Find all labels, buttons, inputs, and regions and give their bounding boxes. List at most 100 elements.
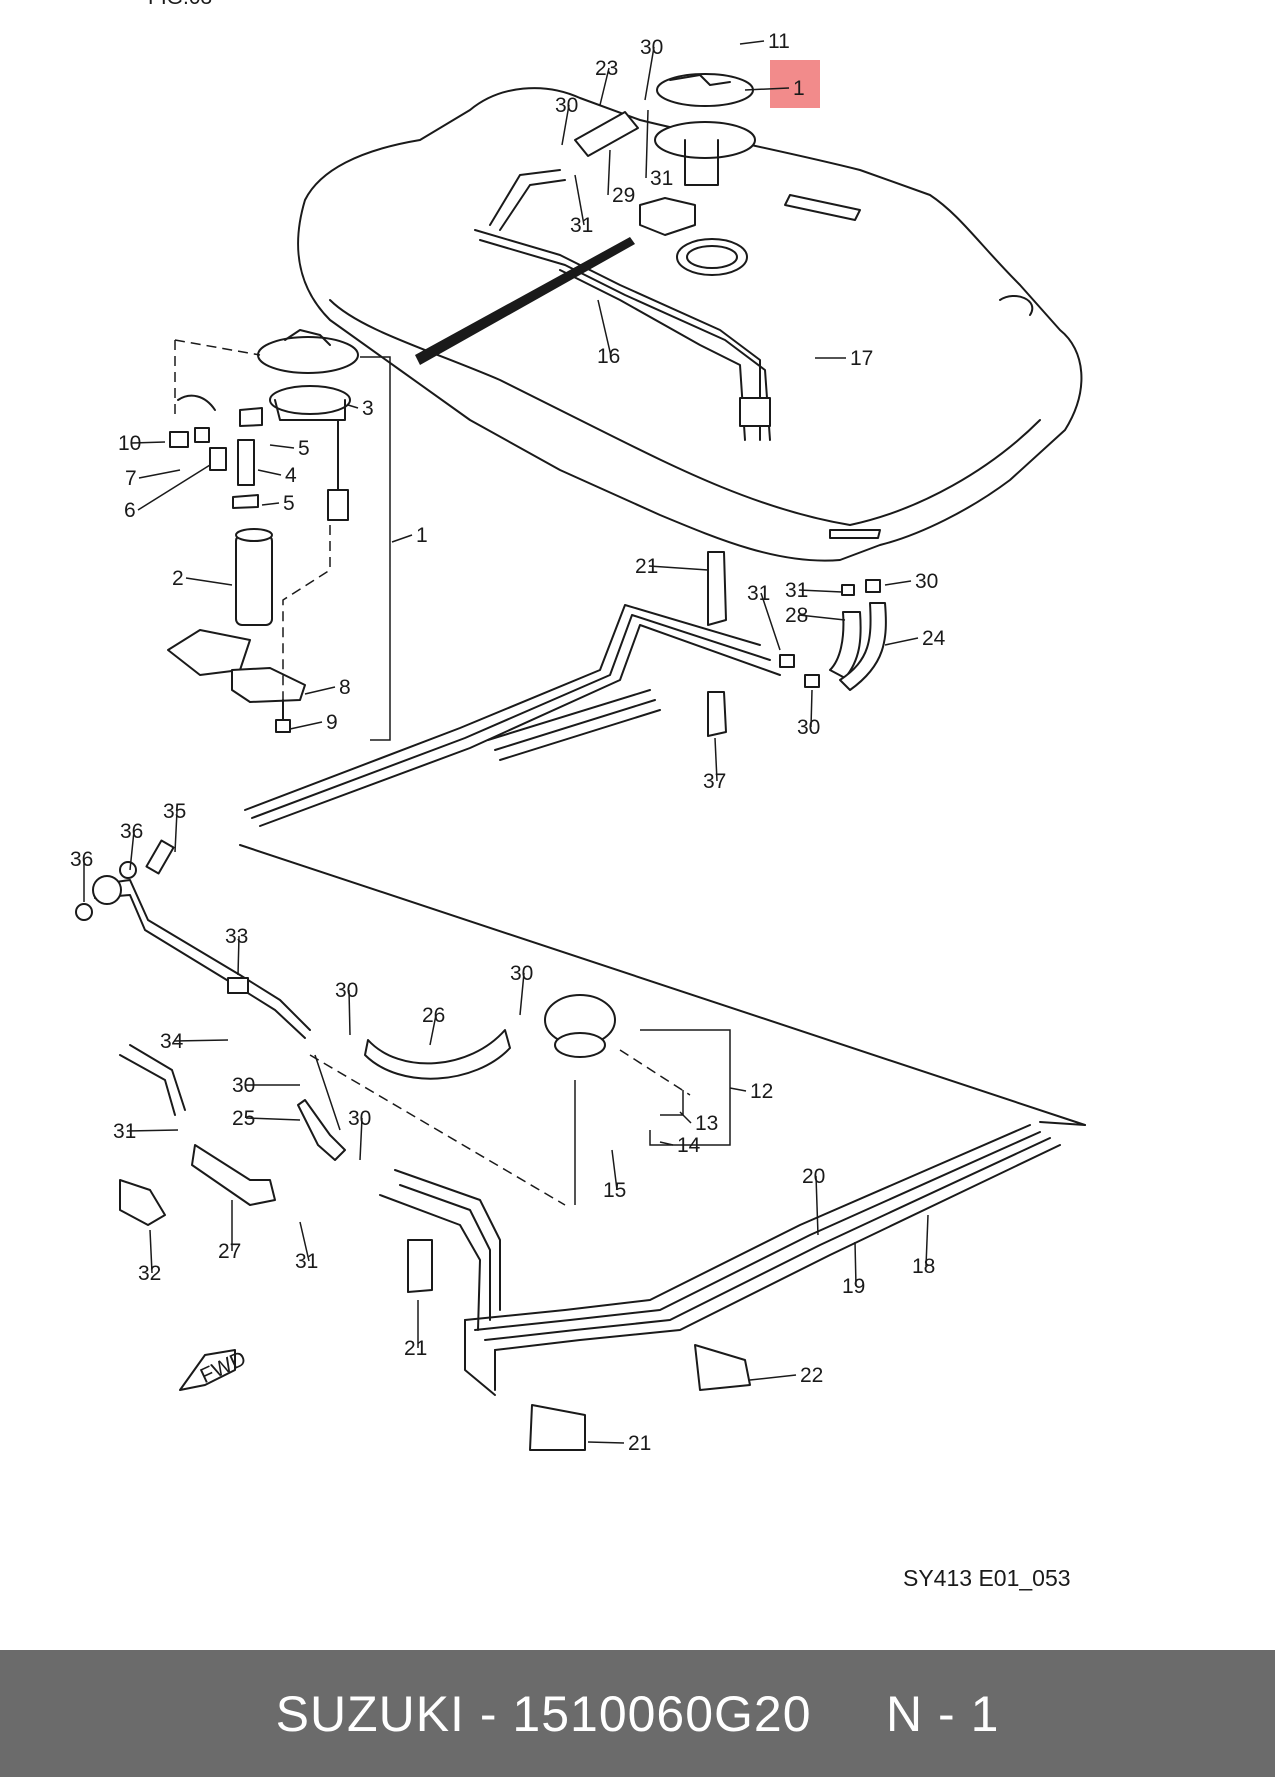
callout-label-11: 11 xyxy=(768,30,790,53)
footer-bar: SUZUKI - 1510060G20 N - 1 xyxy=(0,1650,1275,1777)
callout-leader xyxy=(714,737,718,782)
callout-label-33: 33 xyxy=(225,925,248,948)
callout-label-31: 31 xyxy=(113,1120,136,1143)
callout-leader xyxy=(237,935,240,976)
fuel-pipes xyxy=(239,604,1086,1396)
footer-gap xyxy=(812,1685,886,1743)
callout-leader xyxy=(884,637,919,646)
callout-label-30: 30 xyxy=(232,1074,255,1097)
callout-label-30: 30 xyxy=(348,1107,371,1130)
callout-label-30: 30 xyxy=(510,962,533,985)
callout-label-4: 4 xyxy=(285,464,297,487)
parts-diagram: FIG.03 xyxy=(70,0,1086,1455)
callout-label-30: 30 xyxy=(555,94,578,117)
callout-leader xyxy=(138,469,181,479)
callout-leader xyxy=(347,404,359,409)
callout-leader xyxy=(257,469,282,476)
callout-leader xyxy=(126,1129,179,1132)
callout-label-3: 3 xyxy=(362,397,374,420)
callout-leader xyxy=(245,1117,301,1121)
callout-label-21: 21 xyxy=(628,1432,651,1455)
callout-label-23: 23 xyxy=(595,57,618,80)
callout-label-16: 16 xyxy=(597,345,620,368)
callout-label-7: 7 xyxy=(125,467,137,490)
callout-label-13: 13 xyxy=(695,1112,718,1135)
callout-leader xyxy=(348,989,351,1036)
callout-label-25: 25 xyxy=(232,1107,255,1130)
callout-label-35: 35 xyxy=(163,800,186,823)
diagram-code: SY413 E01_053 xyxy=(903,1565,1071,1591)
callout-label-5: 5 xyxy=(298,437,310,460)
callout-leader xyxy=(304,686,336,695)
callout-label-37: 37 xyxy=(703,770,726,793)
highlight-box xyxy=(770,60,820,108)
callout-label-27: 27 xyxy=(218,1240,241,1263)
callout-label-31: 31 xyxy=(650,167,673,190)
callout-leader xyxy=(574,174,585,226)
callout-leader xyxy=(607,149,611,196)
callout-leader xyxy=(798,614,846,621)
callout-leader xyxy=(131,441,166,444)
callout-label-8: 8 xyxy=(339,676,351,699)
callout-leader xyxy=(261,502,280,506)
callout-label-30: 30 xyxy=(797,716,820,739)
callout-label-31: 31 xyxy=(785,579,808,602)
callout-label-28: 28 xyxy=(785,604,808,627)
callout-label-31: 31 xyxy=(295,1250,318,1273)
callout-label-14: 14 xyxy=(677,1134,701,1157)
callout-label-15: 15 xyxy=(603,1179,626,1202)
hoses-right xyxy=(707,551,887,737)
callout-label-36: 36 xyxy=(70,848,93,871)
callout-leader xyxy=(645,109,649,179)
fuel-pump-assembly xyxy=(167,329,391,741)
callout-leader xyxy=(815,1175,819,1236)
callout-label-6: 6 xyxy=(124,499,136,522)
callout-label-31: 31 xyxy=(570,214,593,237)
callout-leader xyxy=(760,592,781,651)
callout-leader xyxy=(299,1221,310,1262)
callout-leader xyxy=(925,1214,929,1267)
callout-leader xyxy=(359,1117,363,1161)
callout-leader xyxy=(798,589,843,593)
callout-leader xyxy=(739,40,765,45)
callout-leader xyxy=(810,689,813,728)
callout-leader xyxy=(173,1039,229,1042)
callout-label-21: 21 xyxy=(404,1337,427,1360)
callout-leader xyxy=(129,830,135,871)
callout-leader xyxy=(391,534,413,543)
callout-label-30: 30 xyxy=(915,570,938,593)
callout-label-26: 26 xyxy=(422,1004,445,1027)
top-cut-label: FIG.03 xyxy=(148,0,212,9)
callout-label-32: 32 xyxy=(138,1262,161,1285)
fuel-tank xyxy=(297,73,1083,562)
callout-leader xyxy=(599,67,610,106)
callout-leader xyxy=(644,46,655,101)
callout-label-30: 30 xyxy=(335,979,358,1002)
callout-label-21: 21 xyxy=(635,555,658,578)
callout-leader xyxy=(744,87,790,91)
callout-leader xyxy=(269,444,295,449)
footer-brand: SUZUKI xyxy=(275,1685,465,1742)
callout-leader xyxy=(597,299,612,357)
callout-label-18: 18 xyxy=(912,1255,935,1278)
footer-separator: - xyxy=(464,1685,513,1742)
callout-label-20: 20 xyxy=(802,1165,825,1188)
callout-leader xyxy=(429,1014,437,1046)
callout-leader xyxy=(149,1229,153,1274)
callout-leader xyxy=(185,577,233,586)
callout-label-19: 19 xyxy=(842,1275,865,1298)
callout-label-30: 30 xyxy=(640,36,663,59)
callout-label-17: 17 xyxy=(850,347,873,370)
callout-label-1: 1 xyxy=(416,524,428,547)
callout-label-29: 29 xyxy=(612,184,635,207)
callout-leader xyxy=(137,464,211,511)
footer-part-number: 1510060G20 xyxy=(512,1685,812,1742)
callout-label-24: 24 xyxy=(922,627,946,650)
callout-leader xyxy=(854,1241,857,1287)
callout-label-9: 9 xyxy=(326,711,338,734)
callout-leader xyxy=(749,1374,797,1381)
callout-leader xyxy=(587,1441,625,1444)
callout-leader xyxy=(174,810,178,853)
callout-label-5: 5 xyxy=(283,492,295,515)
